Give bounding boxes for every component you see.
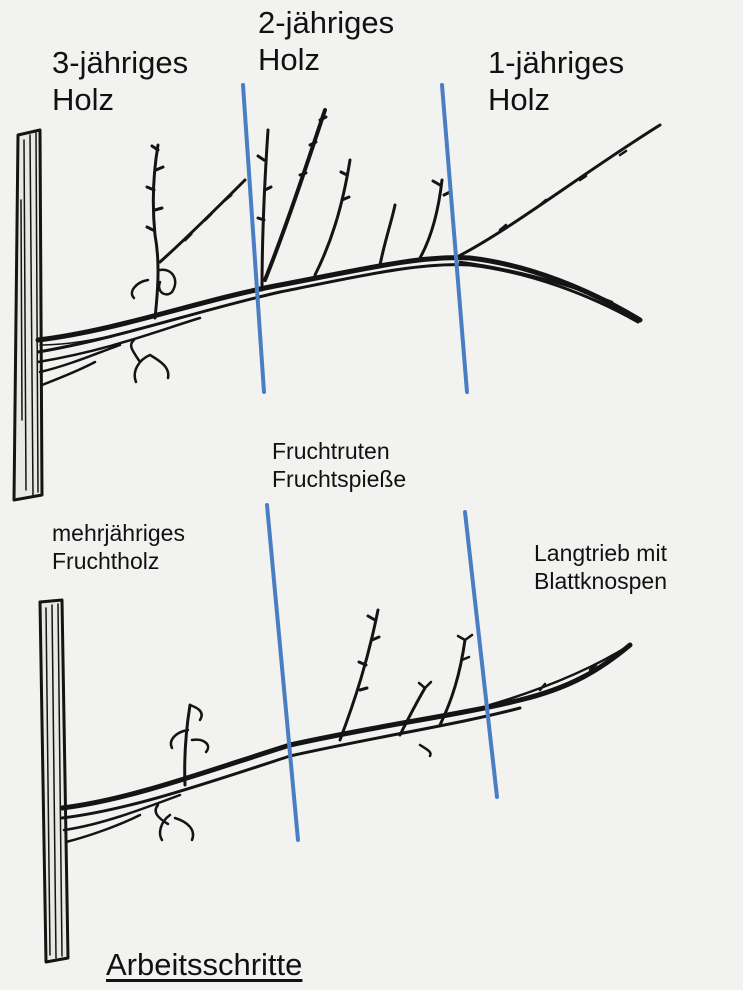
- label-2yr-wood-line2: Holz: [258, 41, 394, 78]
- label-2yr-wood: 2-jähriges Holz: [258, 4, 394, 78]
- label-perennial-fruit-wood: mehrjähriges Fruchtholz: [52, 520, 185, 575]
- label-perennial-line2: Fruchtholz: [52, 548, 185, 576]
- label-long-shoot-line1: Langtrieb mit: [534, 540, 667, 568]
- top-trunk: [14, 130, 42, 500]
- label-long-shoot-line2: Blattknospen: [534, 568, 667, 596]
- label-3yr-wood-line1: 3-jähriges: [52, 44, 188, 81]
- label-fruit-rods: Fruchtruten Fruchtspieße: [272, 438, 406, 493]
- label-3yr-wood-line2: Holz: [52, 81, 188, 118]
- label-2yr-wood-line1: 2-jähriges: [258, 4, 394, 41]
- label-1yr-wood-line1: 1-jähriges: [488, 44, 624, 81]
- bottom-trunk: [40, 600, 68, 962]
- label-3yr-wood: 3-jähriges Holz: [52, 44, 188, 118]
- footer-title: Arbeitsschritte: [106, 946, 302, 983]
- label-perennial-line1: mehrjähriges: [52, 520, 185, 548]
- label-fruit-rods-line2: Fruchtspieße: [272, 466, 406, 494]
- label-fruit-rods-line1: Fruchtruten: [272, 438, 406, 466]
- label-long-shoot: Langtrieb mit Blattknospen: [534, 540, 667, 595]
- label-1yr-wood-line2: Holz: [488, 81, 624, 118]
- label-1yr-wood: 1-jähriges Holz: [488, 44, 624, 118]
